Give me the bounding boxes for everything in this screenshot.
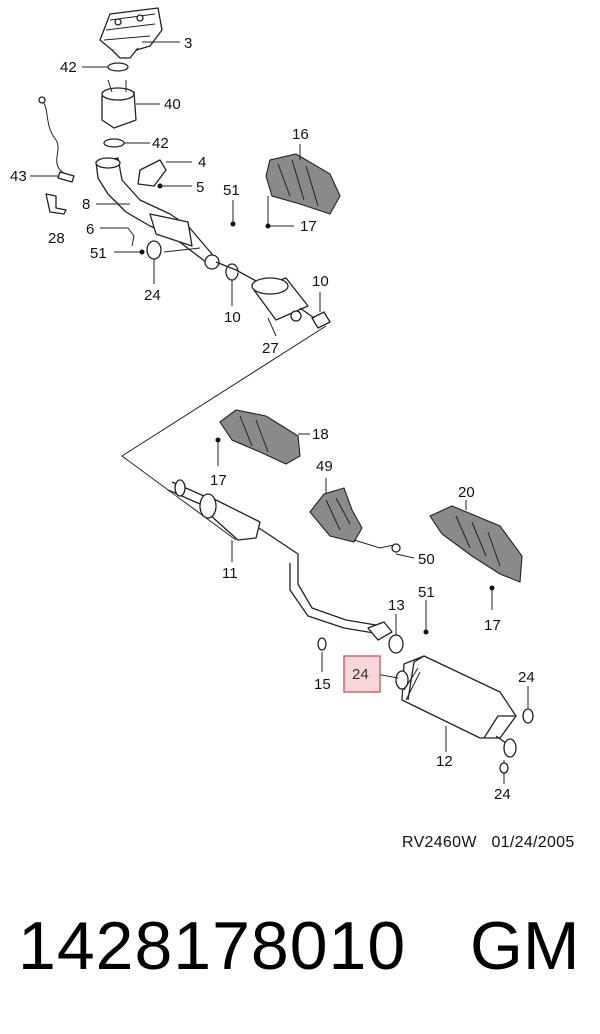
oxygen-sensor-wire (41, 99, 71, 179)
muffler (401, 655, 534, 758)
callout-4: 4 (198, 154, 206, 171)
drawing-code: RV2460W (402, 834, 477, 851)
callout-51-rear: 51 (418, 584, 435, 601)
callout-49: 49 (316, 458, 333, 475)
callout-15: 15 (314, 676, 331, 693)
catalytic-converter (101, 79, 137, 129)
callout-24-right: 24 (518, 669, 535, 686)
callout-5: 5 (196, 179, 204, 196)
callout-17-mid: 17 (210, 472, 227, 489)
callout-16: 16 (292, 126, 309, 143)
part-number: 1428178010 (18, 908, 407, 984)
heat-shield-18 (219, 409, 301, 465)
pre-muffler (215, 261, 315, 322)
heat-shield-16 (265, 153, 341, 215)
drawing-date: 01/24/2005 (491, 834, 575, 851)
callout-3: 3 (184, 35, 192, 52)
callout-18: 18 (312, 426, 329, 443)
highlight-box (343, 655, 381, 693)
callout-24-highlighted: 24 (352, 666, 369, 683)
bracket (45, 193, 67, 215)
pipe-bracket (137, 159, 167, 187)
callout-12: 12 (436, 753, 453, 770)
rubber-hanger (317, 637, 327, 651)
callout-24-front: 24 (144, 287, 161, 304)
brand-name: GM (470, 908, 580, 984)
intermediate-pipe (167, 479, 383, 635)
callout-50: 50 (418, 551, 435, 568)
callout-10-right: 10 (312, 273, 329, 290)
callout-13: 13 (388, 597, 405, 614)
drawing-reference: RV2460W 01/24/2005 (402, 834, 585, 852)
callout-8: 8 (82, 196, 90, 213)
exhaust-manifold (99, 7, 163, 59)
callout-17-rear: 17 (484, 617, 501, 634)
front-pipe (95, 157, 220, 270)
exhaust-system-diagram: 3 42 40 42 16 43 4 5 51 8 17 28 6 51 24 … (10, 7, 535, 803)
callout-42-upper: 42 (60, 59, 77, 76)
callout-10-left: 10 (224, 309, 241, 326)
gasket-lower (103, 138, 125, 148)
callout-27: 27 (262, 340, 279, 357)
callout-43: 43 (10, 168, 27, 185)
heat-shield-49 (309, 487, 401, 553)
gasket-upper (107, 62, 129, 72)
callout-6: 6 (86, 221, 94, 238)
callout-11: 11 (222, 565, 238, 582)
heat-shield-20 (429, 505, 523, 583)
callout-51-left: 51 (90, 245, 107, 262)
callout-51-top: 51 (223, 182, 240, 199)
callout-42-lower: 42 (152, 135, 169, 152)
gasket-24-highlighted-part (395, 670, 409, 690)
callout-28: 28 (48, 230, 65, 247)
callout-40: 40 (164, 96, 181, 113)
callout-24-bottom: 24 (494, 786, 511, 803)
callout-17-top: 17 (300, 218, 317, 235)
callout-20: 20 (458, 484, 475, 501)
